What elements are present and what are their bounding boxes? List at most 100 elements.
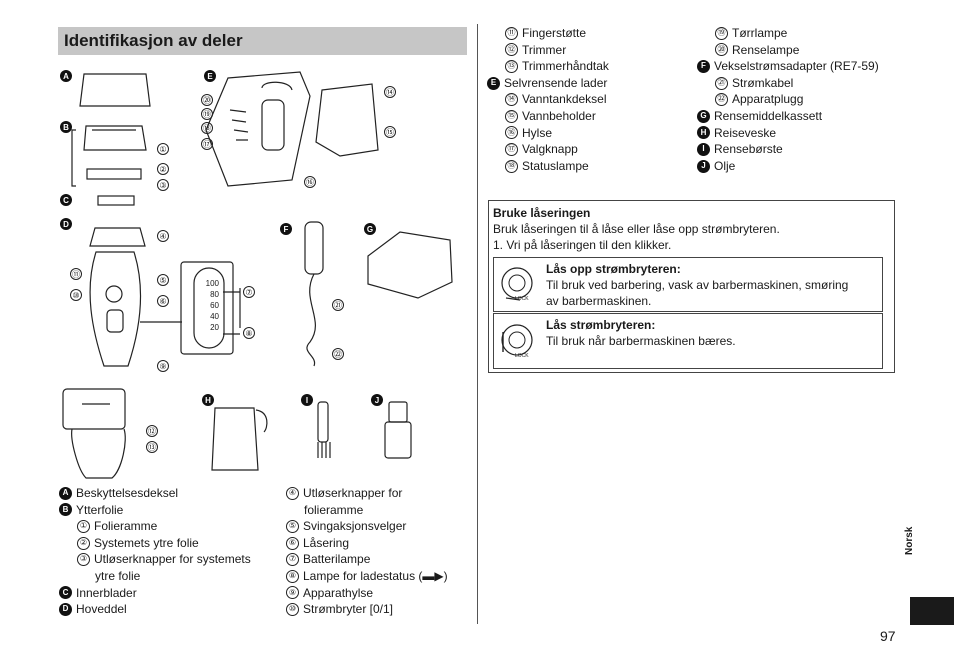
plug-icon: ▬▶ [422, 568, 444, 583]
shaver-head-drawing [89, 227, 146, 247]
marker-F: F [280, 223, 292, 235]
lock-ring-icon [501, 324, 533, 356]
marker-J: J [371, 394, 383, 406]
lock-box-heading: Bruke låseringen [493, 206, 591, 220]
oil-cap-drawing [388, 401, 408, 423]
page-title: Identifikasjon av deler [64, 31, 243, 50]
lock-box-intro: Bruk låseringen til å låse eller låse op… [493, 222, 780, 236]
callout-15: ⑮ [384, 126, 396, 138]
callout-9: ⑨ [157, 360, 169, 372]
marker-C: C [60, 194, 72, 206]
language-label: Norsk [904, 526, 915, 555]
unlock-ring-icon [501, 267, 533, 301]
callout-21: ㉑ [332, 299, 344, 311]
inner-blade-drawing [97, 195, 135, 206]
oil-bottle-drawing [384, 421, 412, 459]
callout-11: ⑪ [70, 268, 82, 280]
unlock-text-2: av barbermaskinen. [546, 294, 652, 308]
callout-12: ⑫ [146, 425, 158, 437]
callout-14: ⑭ [384, 86, 396, 98]
lock-icon-label: LOCK [515, 353, 529, 359]
callout-6: ⑥ [157, 295, 169, 307]
callout-19: ⑲ [201, 108, 213, 120]
title-bar [58, 27, 467, 55]
lock-ring-box [488, 200, 895, 373]
callout-10: ⑩ [70, 289, 82, 301]
foil-frame-drawing [86, 168, 142, 180]
trimmer-head-drawing [62, 388, 126, 430]
lock-text: Til bruk når barbermaskinen bæres. [546, 334, 736, 348]
callout-3: ③ [157, 179, 169, 191]
callout-5: ⑤ [157, 274, 169, 286]
callout-13: ⑬ [146, 441, 158, 453]
unlock-title: Lås opp strømbryteren: [546, 262, 681, 276]
callout-7: ⑦ [243, 286, 255, 298]
callout-1: ① [157, 143, 169, 155]
column-divider [477, 24, 478, 624]
unlock-text-1: Til bruk ved barbering, vask av barberma… [546, 278, 849, 292]
callout-20: ⑳ [201, 94, 213, 106]
travel-pouch-drawing [211, 407, 259, 471]
marker-H: H [202, 394, 214, 406]
water-tank-drawing [315, 83, 379, 157]
callout-22: ㉒ [332, 348, 344, 360]
page-number: 97 [880, 628, 896, 644]
battery-scale: 100 80 60 40 20 [205, 279, 219, 332]
ac-adapter-drawing [304, 221, 324, 275]
language-tab [910, 597, 954, 625]
lock-title: Lås strømbryteren: [546, 318, 656, 332]
shaver-body-drawing [89, 251, 142, 367]
unlock-icon-label: LOCK [515, 296, 529, 302]
cleaning-brush-drawing [317, 401, 329, 443]
marker-E: E [204, 70, 216, 82]
marker-A: A [60, 70, 72, 82]
list-item-continued: folieramme [304, 502, 364, 517]
cleaning-cartridge-drawing [367, 231, 453, 299]
marker-B: B [60, 121, 72, 133]
marker-D: D [60, 218, 72, 230]
battery-panel-drawing [180, 261, 234, 355]
marker-G: G [364, 223, 376, 235]
callout-8: ⑧ [243, 327, 255, 339]
callout-2: ② [157, 163, 169, 175]
callout-16: ⑯ [304, 176, 316, 188]
protective-cap-drawing [79, 73, 151, 107]
callout-4: ④ [157, 230, 169, 242]
lock-row [493, 313, 883, 369]
